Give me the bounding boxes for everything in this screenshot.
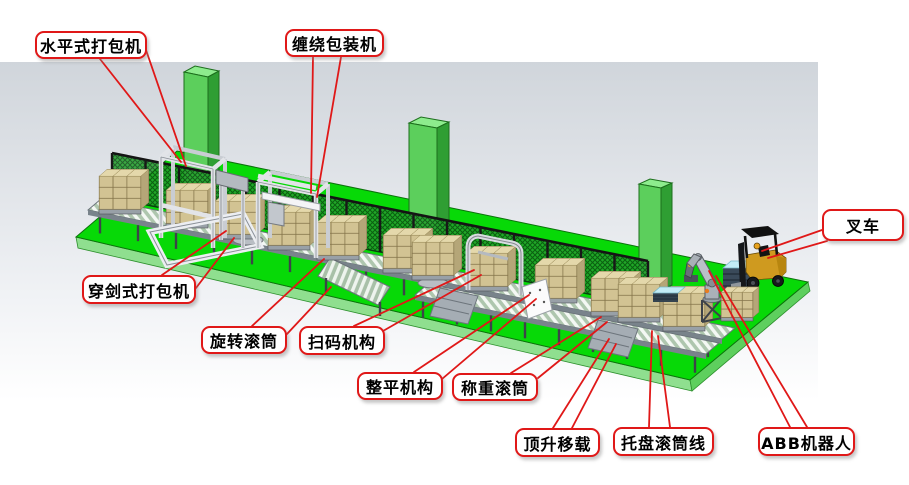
pallet-stack-cyan-low <box>651 286 687 302</box>
callout-horizontal-baler: 水平式打包机 <box>35 31 147 59</box>
callout-leveling-mechanism: 整平机构 <box>357 372 443 400</box>
sword-baler-machine <box>215 169 249 248</box>
callout-sword-baler: 穿剑式打包机 <box>82 275 196 304</box>
pallet-stack <box>720 286 760 322</box>
scanner-gantry-frame <box>465 233 524 295</box>
callout-rotating-roller: 旋转滚筒 <box>201 326 287 354</box>
callout-leader-lines <box>99 49 828 429</box>
wrapping-machine-frame <box>255 170 330 258</box>
abb-robot-arm <box>686 253 723 323</box>
callout-forklift: 叉车 <box>822 209 904 241</box>
callout-wrapping-machine: 缠绕包装机 <box>285 29 384 57</box>
callout-scanner-mechanism: 扫码机构 <box>299 326 385 355</box>
pallet-stack <box>98 168 150 215</box>
rotating-roller-conveyor <box>317 257 391 316</box>
callout-abb-robot: ABB机器人 <box>758 427 855 456</box>
callout-lift-transfer: 顶升移载 <box>515 428 600 457</box>
callout-pallet-roller-line: 托盘滚筒线 <box>613 427 714 456</box>
pallet-stack <box>411 234 463 281</box>
pallet-stack <box>316 214 368 261</box>
callout-weighing-roller: 称重滚筒 <box>452 373 538 401</box>
pallet-stack <box>465 245 517 292</box>
